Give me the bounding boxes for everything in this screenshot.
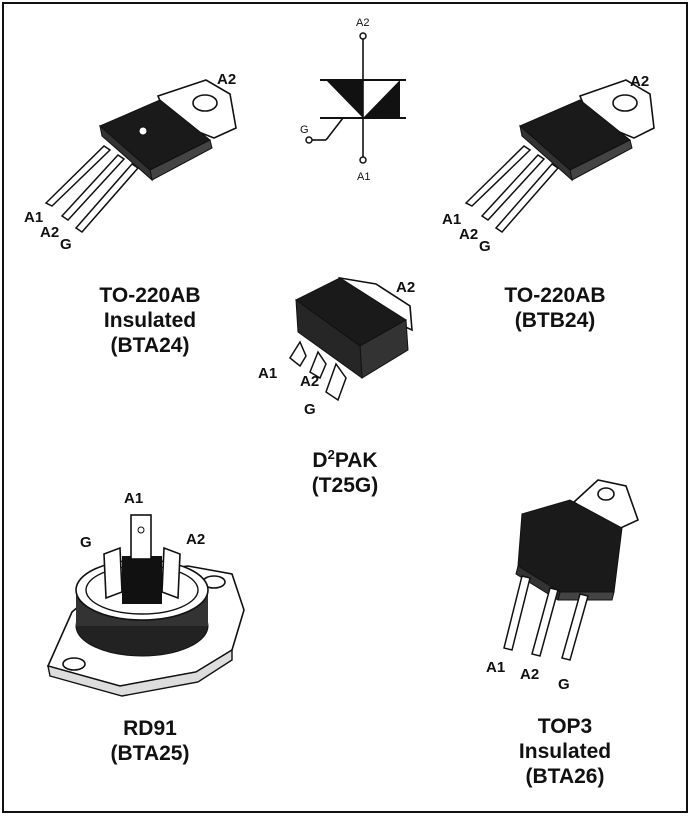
caption-line: TO-220AB bbox=[504, 284, 606, 307]
caption-line: RD91 bbox=[123, 717, 177, 740]
caption-line: (T25G) bbox=[311, 474, 379, 497]
to220ab-drawing: A2 A1 A2 G bbox=[442, 73, 655, 255]
d2pak-name-sup: 2 bbox=[327, 447, 335, 462]
to220-a1-label: A1 bbox=[442, 211, 461, 228]
symbol-pin-a2-label: A2 bbox=[356, 17, 369, 29]
caption-line: (BTA24) bbox=[110, 334, 190, 357]
rd91-g-label: G bbox=[80, 534, 92, 551]
top3-g-label: G bbox=[558, 676, 570, 693]
caption-d2pak: D2PAK (T25G) bbox=[270, 448, 420, 498]
caption-line: TO-220AB bbox=[99, 284, 201, 307]
to220-ins-g-label: G bbox=[60, 236, 72, 253]
caption-to220ab-insulated: TO-220AB Insulated (BTA24) bbox=[60, 283, 240, 358]
to220-tab-label: A2 bbox=[630, 73, 649, 90]
caption-top3: TOP3 Insulated (BTA26) bbox=[490, 714, 640, 789]
caption-line: (BTA26) bbox=[525, 765, 605, 788]
caption-line: Insulated bbox=[518, 740, 612, 763]
to220-ins-a1-label: A1 bbox=[24, 209, 43, 226]
top3-drawing: A1 A2 G bbox=[486, 479, 639, 693]
to220-ins-tab-label: A2 bbox=[217, 71, 236, 88]
d2pak-name-rest: PAK bbox=[334, 449, 378, 472]
caption-line: (BTA25) bbox=[110, 742, 190, 765]
caption-line: D2PAK bbox=[270, 448, 420, 473]
d2pak-g-label: G bbox=[304, 401, 316, 418]
caption-rd91: RD91 (BTA25) bbox=[80, 716, 220, 766]
to220ab-insulated-drawing: A2 A1 A2 G bbox=[24, 71, 237, 253]
d2pak-name-main: D bbox=[312, 449, 328, 472]
top3-a1-label: A1 bbox=[486, 659, 505, 676]
caption-line: (BTB24) bbox=[514, 309, 596, 332]
d2pak-tab-label: A2 bbox=[396, 279, 415, 296]
top3-a2-label: A2 bbox=[520, 666, 539, 683]
d2pak-drawing: A2 A1 A2 G bbox=[258, 276, 415, 418]
triac-symbol: A2 G A1 bbox=[300, 17, 406, 183]
to220-ins-a2-label: A2 bbox=[40, 224, 59, 241]
symbol-pin-a1-label: A1 bbox=[357, 171, 370, 183]
rd91-a2-label: A2 bbox=[186, 531, 205, 548]
rd91-drawing: A1 G A2 bbox=[46, 490, 245, 697]
to220-g-label: G bbox=[479, 238, 491, 255]
rd91-a1-label: A1 bbox=[124, 490, 143, 507]
caption-line: TOP3 bbox=[537, 715, 593, 738]
symbol-pin-g-label: G bbox=[300, 124, 309, 136]
to220-a2-label: A2 bbox=[459, 226, 478, 243]
d2pak-a2-label: A2 bbox=[300, 373, 319, 390]
d2pak-a1-label: A1 bbox=[258, 365, 277, 382]
caption-to220ab: TO-220AB (BTB24) bbox=[470, 283, 640, 333]
caption-line: Insulated bbox=[103, 309, 197, 332]
